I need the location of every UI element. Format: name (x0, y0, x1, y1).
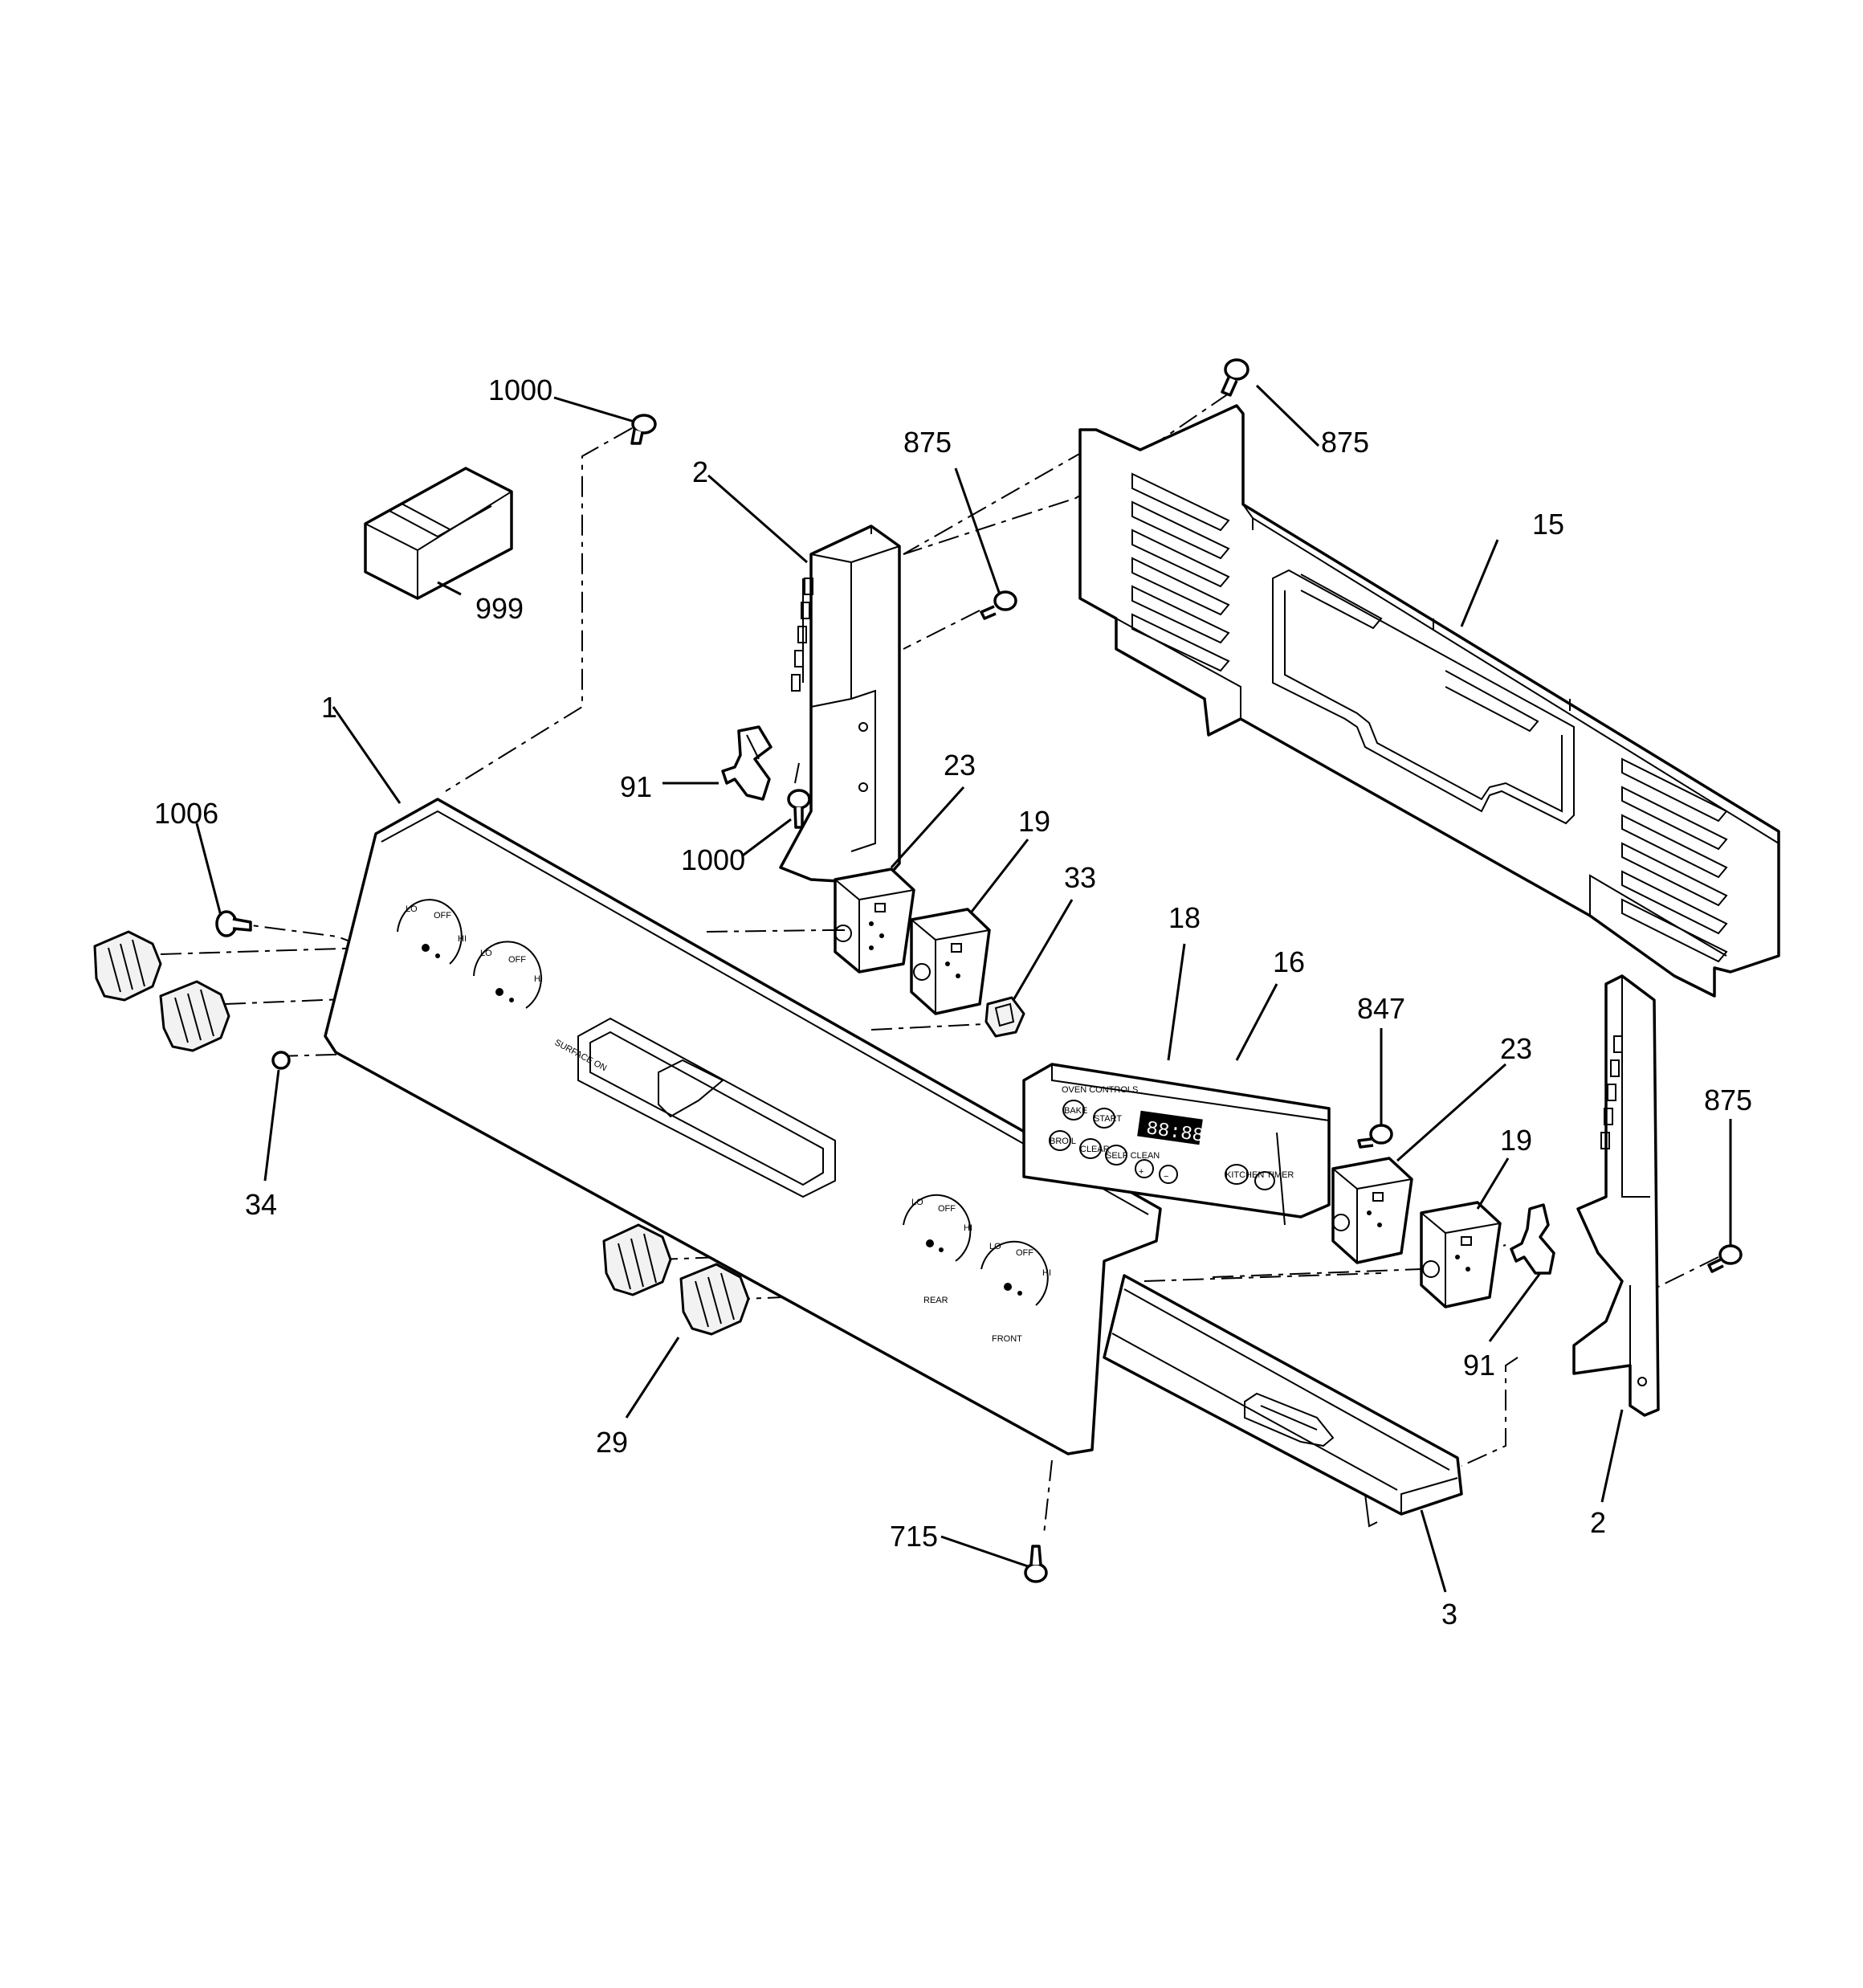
part-3-lower-trim (1103, 1274, 1463, 1528)
callout-715: 715 (890, 1520, 938, 1553)
callout-91-left: 91 (620, 770, 652, 803)
callout-1: 1 (321, 691, 337, 724)
callout-33: 33 (1064, 861, 1096, 894)
svg-text:BAKE: BAKE (1064, 1106, 1087, 1116)
ctrl-bake-button: BAKE (1062, 1100, 1087, 1121)
panel-hi-1: HI (458, 934, 467, 944)
panel-off-1: OFF (434, 911, 451, 921)
part-875-screw-middle (980, 590, 1017, 620)
part-847-screw (1357, 1124, 1393, 1149)
callout-1000-middle: 1000 (681, 843, 745, 876)
part-19-infinite-switch-right (1420, 1201, 1502, 1308)
callout-15: 15 (1532, 508, 1564, 541)
part-1006-screw (215, 910, 252, 937)
svg-text:+: + (1139, 1167, 1143, 1177)
part-875-screw-right (1707, 1244, 1743, 1273)
callout-999: 999 (475, 592, 524, 625)
part-29-knob-right-rear (602, 1223, 672, 1296)
callout-23-right: 23 (1500, 1032, 1532, 1065)
part-33-rocker-switch (984, 996, 1025, 1038)
svg-text:CLEAR: CLEAR (1080, 1145, 1110, 1154)
panel-hi-2: HI (534, 974, 543, 984)
dial-marking-right-rear: LO OFF HI REAR (903, 1194, 972, 1305)
ctrl-plus-button: + (1135, 1159, 1154, 1178)
panel-off-2: OFF (508, 955, 526, 965)
part-18-display-window: 88:88 (1137, 1110, 1205, 1148)
callout-1000-top: 1000 (488, 374, 552, 406)
callout-16: 16 (1273, 945, 1305, 978)
panel-lo-2: LO (480, 949, 492, 958)
callout-1006: 1006 (154, 797, 218, 830)
ctrl-header: OVEN CONTROLS (1062, 1085, 1138, 1095)
rear-panel-vents-left (1131, 472, 1230, 672)
part-1000-screw-middle (787, 789, 811, 829)
ctrl-start-button: START (1093, 1108, 1122, 1129)
svg-text:BROIL: BROIL (1050, 1137, 1076, 1146)
part-2-left-end-bracket (779, 525, 901, 885)
part-29-knob-right-front (679, 1263, 750, 1336)
svg-text:−: − (1164, 1172, 1168, 1182)
leader-lines (195, 384, 1732, 1593)
part-999-carton (364, 467, 513, 600)
panel-lo-1: LO (406, 904, 418, 914)
part-875-screw-top (1221, 358, 1249, 397)
part-15-rear-panel (1078, 404, 1780, 998)
ctrl-clear-button: CLEAR (1079, 1138, 1110, 1159)
callout-34: 34 (245, 1188, 277, 1221)
part-19-infinite-switch-left (910, 908, 991, 1015)
dial-marking-left-front: LO OFF HI (473, 941, 543, 1009)
callout-19-right: 19 (1500, 1124, 1532, 1157)
ctrl-extra-button (1254, 1171, 1275, 1190)
callout-3: 3 (1441, 1598, 1457, 1631)
panel-lo-4: LO (989, 1242, 1001, 1251)
panel-front: FRONT (992, 1334, 1022, 1344)
panel-off-4: OFF (1016, 1248, 1033, 1258)
svg-text:START: START (1094, 1114, 1122, 1124)
callout-29: 29 (596, 1426, 628, 1459)
knob-left-front (159, 980, 230, 1052)
callout-19-left: 19 (1018, 805, 1050, 838)
dial-marking-right-front: LO OFF HI FRONT (980, 1240, 1051, 1344)
bracket-slots (791, 578, 813, 692)
callout-875-right: 875 (1704, 1084, 1752, 1116)
callout-18: 18 (1168, 901, 1201, 934)
panel-lo-3: LO (911, 1198, 923, 1207)
ctrl-timer-button: KITCHEN TIMER (1225, 1164, 1294, 1185)
svg-text:KITCHEN TIMER: KITCHEN TIMER (1225, 1170, 1294, 1180)
panel-hi-3: HI (964, 1223, 972, 1233)
callout-875-middle: 875 (903, 426, 952, 459)
rear-panel-vents-right (1621, 757, 1728, 963)
callout-23-left: 23 (944, 749, 976, 782)
part-715-screw (1024, 1545, 1048, 1583)
dial-marking-left-rear: LO OFF HI (397, 899, 467, 965)
part-23-infinite-switch-left (827, 867, 915, 974)
right-bracket-slots (1600, 1035, 1623, 1149)
callout-91-right: 91 (1463, 1349, 1495, 1382)
knob-left-rear (93, 930, 162, 1002)
callout-875-top: 875 (1321, 426, 1369, 459)
ctrl-minus-button: − (1159, 1165, 1178, 1184)
svg-text:SELF CLEAN: SELF CLEAN (1106, 1151, 1160, 1161)
panel-rear: REAR (923, 1296, 948, 1305)
callout-847: 847 (1357, 992, 1405, 1025)
part-23-infinite-switch-right (1331, 1157, 1413, 1264)
part-16-oven-control-board: OVEN CONTROLS BAKE START BROIL CLEAR SEL… (1022, 1063, 1331, 1226)
ctrl-self-clean-button: SELF CLEAN (1105, 1145, 1160, 1165)
callout-2-right: 2 (1590, 1506, 1606, 1539)
part-34-indicator-lens (271, 1051, 291, 1070)
part-91-lock-bracket-right (1510, 1203, 1555, 1275)
part-1-backsplash-panel: LO OFF HI LO OFF HI SURFACE ON LO OFF HI… (324, 798, 1162, 1455)
panel-hi-4: HI (1042, 1268, 1051, 1278)
part-91-lock-bracket-left (721, 725, 773, 801)
part-1000-screw-top (630, 414, 657, 445)
callout-numbers: 1000 999 2 875 875 15 1 91 1000 1006 23 … (154, 374, 1752, 1631)
part-2-right-end-bracket (1572, 974, 1660, 1417)
panel-off-3: OFF (938, 1204, 956, 1214)
callout-2-left: 2 (692, 455, 708, 488)
ctrl-broil-button: BROIL (1049, 1130, 1076, 1151)
